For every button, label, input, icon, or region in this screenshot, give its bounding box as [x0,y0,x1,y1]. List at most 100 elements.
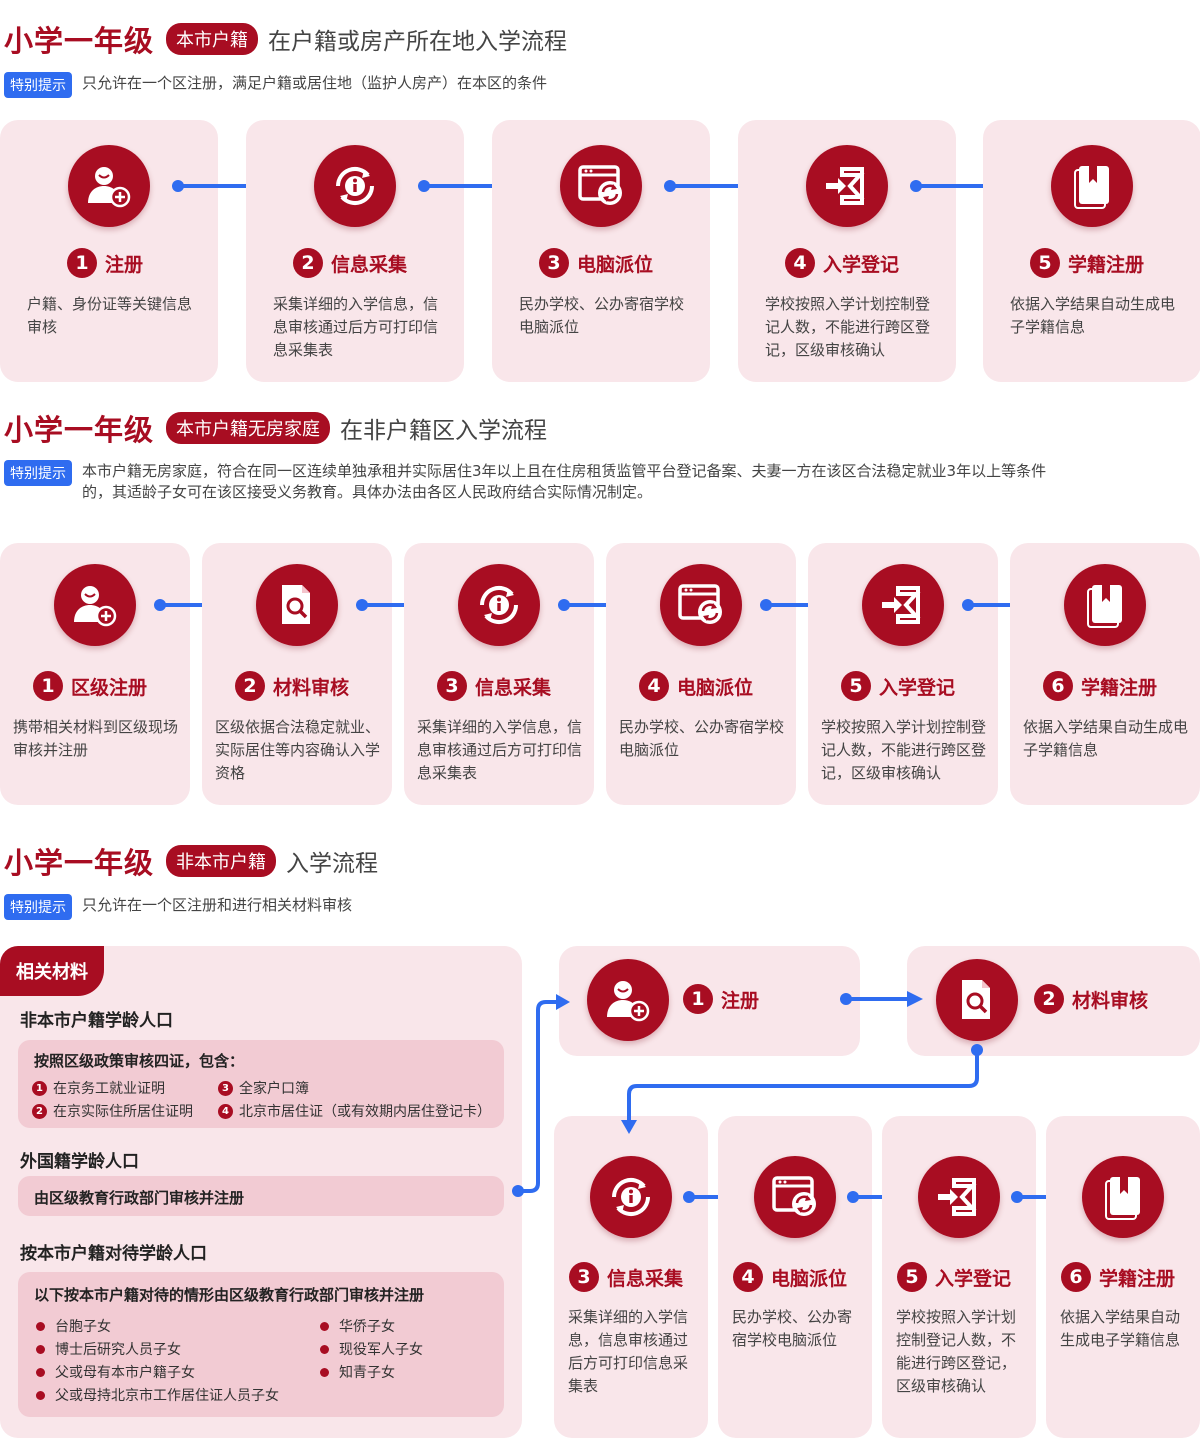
section1-step-label: 4 入学登记 [785,248,899,278]
section3-step-label: 2 材料审核 [1034,984,1148,1014]
step-title: 入学登记 [879,676,956,699]
step-number: 4 [785,248,815,278]
step-title: 电脑派位 [771,1267,848,1290]
document-search-icon [936,959,1018,1041]
materials-group3-item: 父或母持北京市工作居住证人员子女 [36,1385,279,1405]
section3-step-desc: 依据入学结果自动生成电子学籍信息 [1060,1308,1181,1349]
section1-note-tag: 特别提示 [4,72,72,98]
materials-group3-item: 知青子女 [320,1362,395,1382]
section2-step-desc: 学校按照入学计划控制登记人数，不能进行跨区登记，区级审核确认 [821,718,987,782]
step-number: 6 [1061,1262,1091,1292]
step-title: 区级注册 [71,676,148,699]
section3-grade: 小学一年级 [4,846,155,880]
step-title: 学籍注册 [1081,676,1158,699]
document-search-icon [256,564,338,646]
section2-step-label: 5 入学登记 [841,671,955,701]
user-add-icon [68,145,150,227]
step-title: 电脑派位 [577,253,654,276]
materials-group2-box: 由区级教育行政部门审核并注册 [18,1176,504,1216]
computer-refresh-icon [754,1156,836,1238]
user-add-icon [54,564,136,646]
step-title: 注册 [105,253,144,276]
materials-group3-item: 台胞子女 [36,1316,111,1336]
step-title: 学籍注册 [1099,1267,1176,1290]
step-number: 3 [569,1262,599,1292]
section2-step-desc: 民办学校、公办寄宿学校电脑派位 [619,718,785,759]
section1-step-label: 1 注册 [67,248,143,278]
bookmark-book-icon [1064,564,1146,646]
step-number: 4 [639,671,669,701]
section1-step-label: 2 信息采集 [293,248,407,278]
materials-group3-item: 华侨子女 [320,1316,395,1336]
materials-group3-box: 以下按本市户籍对待的情形由区级教育行政部门审核并注册 台胞子女 博士后研究人员子… [18,1272,504,1417]
user-add-icon [587,959,669,1041]
step2-to-step3-arrow [621,1044,983,1134]
section3-step-desc: 采集详细的入学信息，信息审核通过后方可打印信息采集表 [568,1308,689,1395]
section1-step-label: 3 电脑派位 [539,248,653,278]
bookmark-book-icon [1082,1156,1164,1238]
section2-step-label: 1 区级注册 [33,671,147,701]
step-title: 入学登记 [935,1267,1012,1290]
section1-step-desc: 采集详细的入学信息，信息审核通过后方可打印信息采集表 [273,295,439,359]
section3-title: 小学一年级 非本市户籍 入学流程 [4,841,378,881]
step-title: 材料审核 [1072,989,1149,1012]
section3-subtitle: 入学流程 [286,851,379,877]
section1-step-desc: 户籍、身份证等关键信息审核 [27,295,193,336]
info-cycle-icon [314,145,396,227]
step-title: 信息采集 [607,1267,684,1290]
info-cycle-icon [590,1156,672,1238]
section3-step-label: 1 注册 [683,984,759,1014]
step-number: 1 [33,671,63,701]
section2-step-desc: 区级依据合法稳定就业、实际居住等内容确认入学资格 [215,718,381,782]
section2-badge: 本市户籍无房家庭 [166,412,331,444]
materials-group3-title: 按本市户籍对待学龄人口 [20,1244,207,1264]
section2-step-label: 6 学籍注册 [1043,671,1157,701]
section2-step-label: 4 电脑派位 [639,671,753,701]
enter-register-icon [862,564,944,646]
section3-note: 特别提示 只允许在一个区注册和进行相关材料审核 [4,894,352,920]
materials-group3-item: 父或母有本市户籍子女 [36,1362,195,1382]
section1-grade: 小学一年级 [4,24,155,58]
materials-group3-inner-title: 以下按本市户籍对待的情形由区级教育行政部门审核并注册 [34,1286,425,1304]
step-title: 注册 [721,989,760,1012]
section2-note-tag: 特别提示 [4,460,72,486]
section1-step-label: 5 学籍注册 [1030,248,1144,278]
section2-note-text: 本市户籍无房家庭，符合在同一区连续单独承租并实际居住3年以上且在住房租赁监管平台… [82,462,1047,501]
section3-badge: 非本市户籍 [166,845,277,877]
computer-refresh-icon [560,145,642,227]
section1-step-desc: 依据入学结果自动生成电子学籍信息 [1010,295,1176,336]
section3-note-text: 只允许在一个区注册和进行相关材料审核 [82,896,353,914]
step-title: 电脑派位 [677,676,754,699]
section1-step-desc: 学校按照入学计划控制登记人数，不能进行跨区登记，区级审核确认 [765,295,931,359]
step-number: 2 [235,671,265,701]
materials-group2-text: 由区级教育行政部门审核并注册 [34,1189,245,1207]
materials-group1-inner-title: 按照区级政策审核四证，包含： [34,1052,245,1070]
section3-step-desc: 学校按照入学计划控制登记人数，不能进行跨区登记，区级审核确认 [896,1308,1017,1395]
materials-group3-item: 博士后研究人员子女 [36,1339,181,1359]
step-number: 1 [67,248,97,278]
step-number: 2 [1034,984,1064,1014]
section3-flow-arrow [840,991,923,1007]
enter-register-icon [918,1156,1000,1238]
section3-step-label: 6 学籍注册 [1061,1262,1175,1292]
section1-note-text: 只允许在一个区注册，满足户籍或居住地（监护人房产）在本区的条件 [82,74,548,92]
info-cycle-icon [458,564,540,646]
materials-tab: 相关材料 [0,946,104,996]
step-title: 信息采集 [331,253,408,276]
step-title: 学籍注册 [1068,253,1145,276]
step-number: 3 [539,248,569,278]
section2-step-desc: 采集详细的入学信息，信息审核通过后方可打印信息采集表 [417,718,583,782]
section2-step-label: 2 材料审核 [235,671,349,701]
section1-badge: 本市户籍 [166,23,259,55]
step-number: 5 [1030,248,1060,278]
section3-note-tag: 特别提示 [4,894,72,920]
section3-step-label: 3 信息采集 [569,1262,683,1292]
step-title: 材料审核 [273,676,350,699]
step-title: 入学登记 [823,253,900,276]
section1-title: 小学一年级 本市户籍 在户籍或房产所在地入学流程 [4,19,567,59]
materials-group3-item: 现役军人子女 [320,1339,423,1359]
